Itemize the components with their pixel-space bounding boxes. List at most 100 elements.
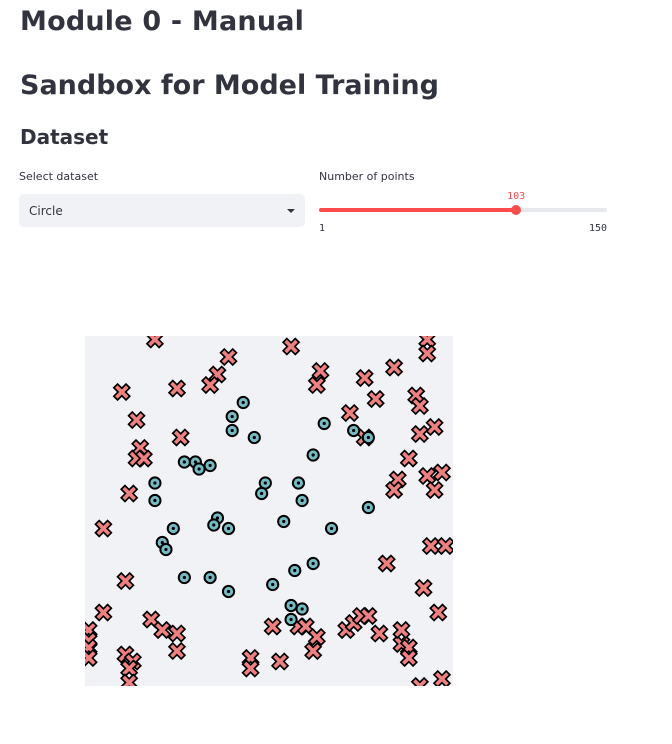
scatter-point-circle xyxy=(236,395,250,410)
scatter-point-circle xyxy=(247,430,261,445)
scatter-point-x xyxy=(120,659,139,678)
scatter-plot xyxy=(85,336,453,686)
scatter-point-x xyxy=(131,438,150,458)
scatter-point-x xyxy=(116,571,135,591)
points-slider-label: Number of points xyxy=(319,170,415,183)
scatter-point-x xyxy=(340,403,360,423)
scatter-point-x xyxy=(167,379,187,398)
scatter-point-circle xyxy=(284,612,298,627)
scatter-point-x xyxy=(414,578,433,598)
scatter-point-circle xyxy=(255,486,269,501)
scatter-point-x xyxy=(112,382,131,402)
scatter-point-circle xyxy=(207,518,221,532)
scatter-point-x xyxy=(307,375,326,395)
scatter-point-x xyxy=(270,652,290,671)
scatter-point-x xyxy=(263,617,282,636)
scatter-point-x xyxy=(392,620,411,640)
scatter-point-x xyxy=(410,676,430,686)
scatter-point-circle xyxy=(148,493,162,508)
scatter-point-circle xyxy=(159,542,173,557)
scatter-point-x xyxy=(429,603,448,622)
scatter-point-x xyxy=(337,620,356,640)
scatter-point-x xyxy=(200,375,220,395)
scatter-point-x xyxy=(153,620,172,640)
scatter-point-x xyxy=(304,641,323,661)
scatter-point-x xyxy=(425,417,444,437)
scatter-point-circle xyxy=(166,521,180,536)
section-heading: Dataset xyxy=(20,125,109,149)
scatter-point-x xyxy=(120,673,139,686)
scatter-point-x xyxy=(418,466,437,486)
scatter-point-x xyxy=(120,484,139,503)
scatter-point-x xyxy=(432,463,452,482)
dataset-select-label: Select dataset xyxy=(19,170,99,183)
scatter-point-x xyxy=(167,641,187,661)
scatter-point-x xyxy=(219,347,238,367)
scatter-point-x xyxy=(94,519,113,538)
slider-thumb[interactable] xyxy=(511,205,522,215)
dataset-select-value: Circle xyxy=(29,203,63,218)
scatter-point-x xyxy=(410,424,430,444)
scatter-point-x xyxy=(85,648,98,668)
scatter-point-x xyxy=(94,603,113,622)
scatter-point-circle xyxy=(295,493,309,508)
points-slider[interactable]: 103 1 150 xyxy=(319,186,607,236)
scatter-point-x xyxy=(425,480,444,500)
scatter-point-x xyxy=(134,449,154,468)
scatter-point-x xyxy=(418,344,437,363)
scatter-point-x xyxy=(167,624,187,643)
scatter-point-x xyxy=(359,606,378,626)
scatter-point-circle xyxy=(347,423,361,438)
scatter-point-x xyxy=(421,536,441,556)
scatter-point-circle xyxy=(221,584,236,599)
scatter-point-circle xyxy=(177,570,191,585)
scatter-point-circle xyxy=(288,563,302,578)
scatter-point-x xyxy=(142,610,161,629)
scatter-point-x xyxy=(171,428,190,447)
scatter-point-x xyxy=(355,368,374,388)
slider-max: 150 xyxy=(588,223,607,234)
scatter-point-circle xyxy=(258,476,272,490)
scatter-point-circle xyxy=(148,476,162,490)
scatter-point-circle xyxy=(225,423,239,438)
scatter-point-circle xyxy=(225,409,239,424)
slider-value: 103 xyxy=(507,191,526,202)
scatter-point-x xyxy=(281,337,301,356)
page-subtitle: Sandbox for Model Training xyxy=(20,70,439,101)
scatter-point-circle xyxy=(277,514,291,529)
scatter-point-circle xyxy=(284,598,298,613)
scatter-point-x xyxy=(307,627,326,647)
scatter-point-x xyxy=(145,336,165,349)
scatter-point-circle xyxy=(221,521,236,536)
scatter-point-x xyxy=(370,624,389,643)
scatter-point-x xyxy=(410,396,430,416)
scatter-point-circle xyxy=(361,500,375,515)
scatter-point-x xyxy=(384,358,404,377)
scatter-point-circle xyxy=(291,476,306,490)
dataset-select[interactable]: Circle xyxy=(19,194,305,227)
scatter-point-x xyxy=(399,648,418,668)
scatter-point-circle xyxy=(317,416,331,431)
scatter-point-circle xyxy=(295,602,309,616)
scatter-point-x xyxy=(377,554,396,573)
scatter-point-circle xyxy=(324,521,339,536)
scatter-point-x xyxy=(399,449,418,468)
page-title: Module 0 - Manual xyxy=(20,6,305,37)
scatter-point-x xyxy=(366,389,385,409)
scatter-point-x xyxy=(311,361,330,381)
scatter-point-x xyxy=(407,386,426,405)
scatter-point-circle xyxy=(203,458,217,473)
scatter-point-x xyxy=(436,536,453,556)
scatter-point-x xyxy=(127,410,146,430)
scatter-point-circle xyxy=(177,455,191,469)
chevron-down-icon[interactable] xyxy=(287,208,295,213)
scatter-point-x xyxy=(384,480,404,500)
scatter-point-circle xyxy=(306,448,320,462)
slider-min: 1 xyxy=(319,223,326,234)
scatter-point-circle xyxy=(306,556,320,571)
scatter-point-x xyxy=(432,669,452,686)
scatter-point-x xyxy=(388,470,407,489)
scatter-point-circle xyxy=(361,430,375,445)
scatter-point-x xyxy=(418,336,437,349)
scatter-point-circle xyxy=(192,462,206,476)
